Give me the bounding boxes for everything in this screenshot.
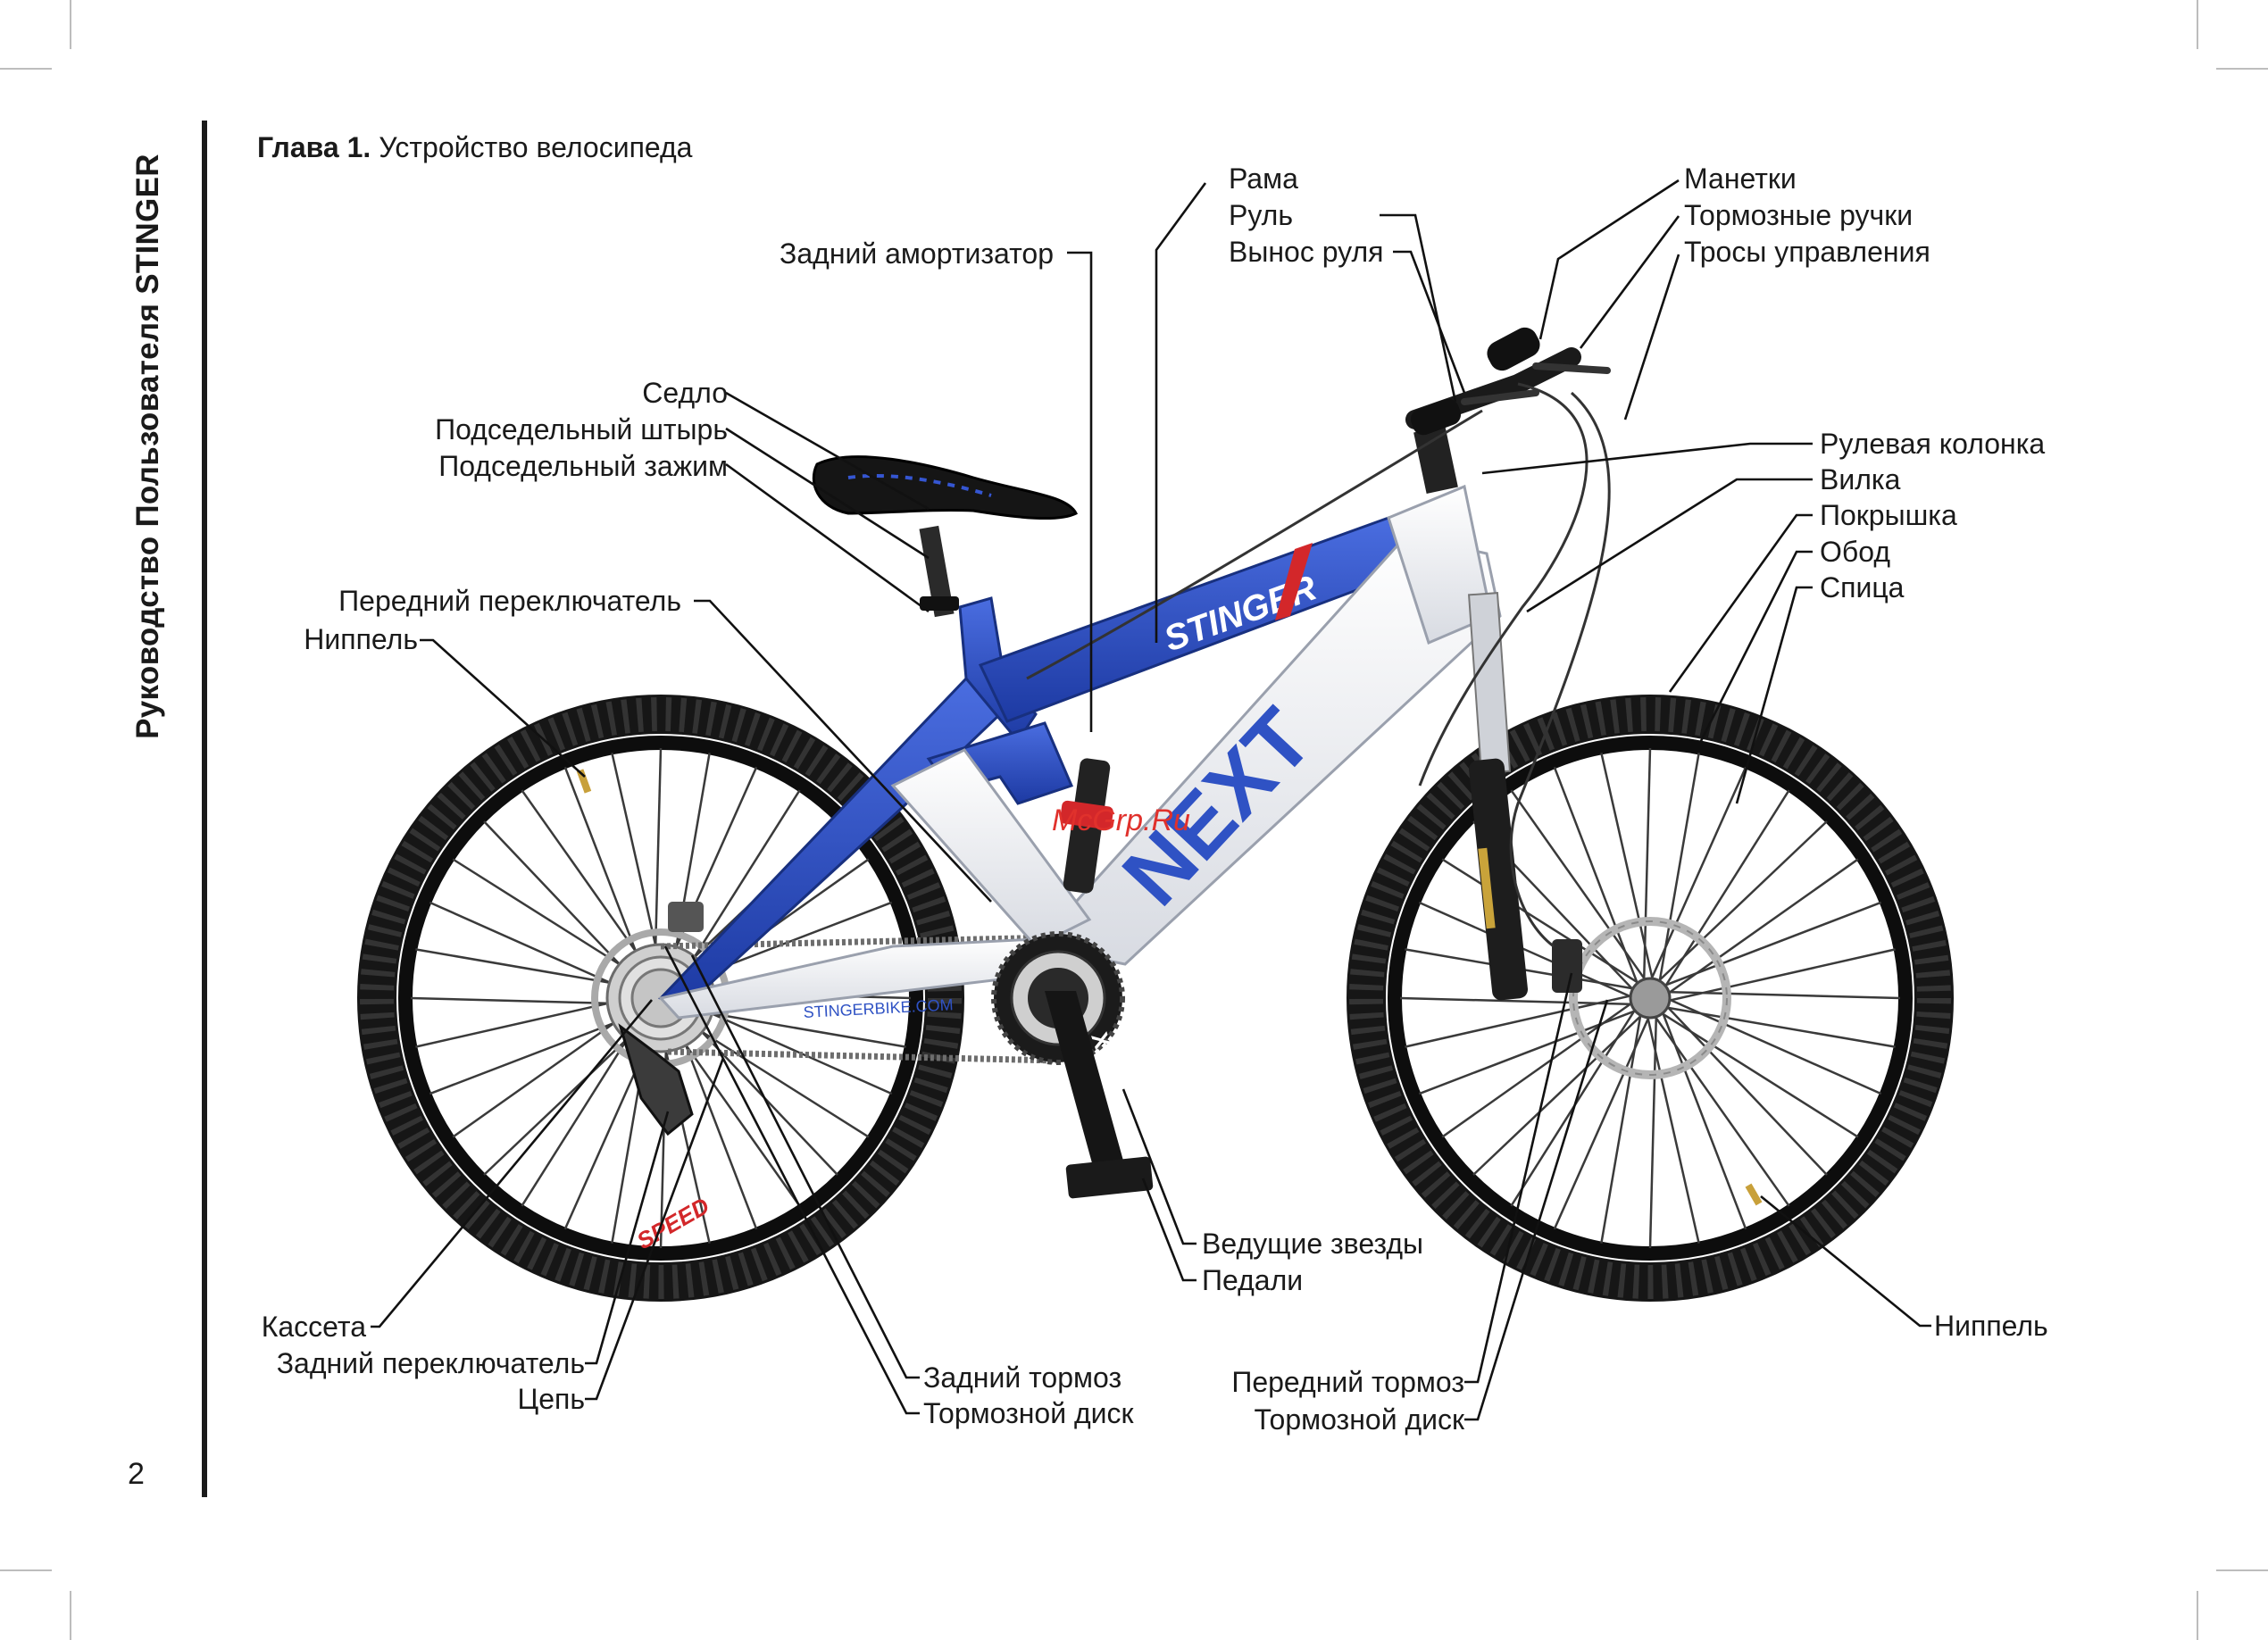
crank-arm — [1045, 991, 1123, 1170]
crop-mark — [0, 68, 52, 70]
leader-lines — [371, 179, 1931, 1421]
label-fork: Вилка — [1820, 463, 1901, 495]
crop-mark — [2216, 68, 2268, 70]
label-handlebar: Руль — [1229, 199, 1293, 231]
rear-rim — [398, 736, 923, 1261]
label-cassette: Кассета — [261, 1311, 366, 1343]
seatpost-tube — [919, 525, 955, 618]
spoke — [660, 766, 758, 981]
spoke — [671, 1011, 758, 1230]
label-front-brake: Передний тормоз — [1231, 1366, 1464, 1398]
front-spokes — [1399, 747, 1901, 1249]
spoke — [429, 1009, 648, 1095]
spoke — [1656, 820, 1828, 983]
crankset: XCR — [991, 931, 1154, 1199]
saddle-shape — [812, 455, 1079, 520]
spoke — [1553, 766, 1639, 986]
chapter-title: Устройство велосипеда — [379, 131, 693, 163]
watermark: McGrp.Ru — [1052, 803, 1190, 837]
front-rim — [1388, 736, 1913, 1261]
label-shifters: Манетки — [1684, 162, 1797, 195]
label-spoke: Спица — [1820, 571, 1905, 604]
swing-arm — [890, 748, 1092, 948]
rear-valve — [576, 769, 592, 794]
label-frame: Рама — [1229, 162, 1298, 195]
crop-mark — [0, 1569, 52, 1571]
page-number: 2 — [128, 1457, 145, 1491]
chain — [660, 934, 1059, 1064]
front-valve — [1745, 1183, 1763, 1206]
label-tire: Покрышка — [1820, 499, 1957, 531]
spoke — [1399, 996, 1634, 1006]
spoke — [676, 1004, 838, 1176]
label-rim: Обод — [1820, 536, 1890, 568]
frame-red-stripe — [1275, 543, 1313, 620]
brake-lever — [1532, 362, 1611, 374]
label-rear-derailleur: Задний переключатель — [276, 1347, 585, 1379]
spoke — [563, 766, 650, 986]
label-stem: Вынос руля — [1229, 236, 1384, 268]
front-hub — [1629, 977, 1672, 1020]
grip-right — [1487, 327, 1540, 371]
label-rear-disc: Тормозной диск — [923, 1397, 1134, 1429]
spoke — [1642, 747, 1652, 982]
rear-caliper — [668, 902, 704, 932]
crop-mark — [2197, 1591, 2198, 1640]
chapter-number: Глава 1. — [257, 131, 371, 163]
spoke — [429, 901, 644, 999]
label-brake-levers: Тормозные ручки — [1684, 199, 1914, 231]
spoke — [1418, 901, 1633, 999]
spoke — [1663, 901, 1882, 987]
label-seat-clamp: Подседельный зажим — [438, 450, 728, 482]
label-chainrings: Ведущие звезды — [1202, 1228, 1424, 1260]
rear-shock-unit — [1060, 758, 1113, 894]
spoke — [1472, 1013, 1644, 1176]
rear-tire-tread — [360, 697, 962, 1299]
spoke — [1667, 997, 1882, 1095]
rear-derailleur-body — [618, 1023, 694, 1136]
label-control-cables: Тросы управления — [1684, 236, 1930, 268]
front-tire-tread — [1349, 697, 1951, 1299]
cable-brake — [1509, 391, 1611, 948]
spoke — [659, 1014, 669, 1249]
crop-mark — [2197, 0, 2198, 49]
seat-clamp-ring — [920, 596, 959, 611]
stem-body — [1413, 426, 1458, 494]
spoke — [1553, 1015, 1651, 1230]
label-valve-front: Ниппель — [1934, 1310, 2048, 1342]
spoke — [1649, 766, 1747, 981]
label-seatpost: Подседельный штырь — [435, 413, 728, 445]
spoke — [1665, 1004, 1828, 1176]
brake-lever-left — [1461, 389, 1539, 405]
cable-front — [1418, 382, 1588, 787]
label-headset: Рулевая колонка — [1820, 428, 2046, 460]
label-chain: Цепь — [517, 1383, 585, 1415]
grip-left — [1410, 398, 1462, 436]
pedal — [1065, 1156, 1154, 1199]
cockpit — [1026, 327, 1611, 948]
spoke — [483, 820, 646, 992]
margin-rule — [202, 121, 207, 1497]
label-valve-rear: Ниппель — [304, 623, 418, 655]
label-front-derailleur: Передний переключатель — [338, 585, 681, 617]
front-wheel — [1347, 695, 1954, 1302]
spoke — [1667, 948, 1896, 1003]
front-caliper — [1552, 939, 1582, 993]
label-rear-shock: Задний амортизатор — [780, 237, 1054, 270]
crop-mark — [70, 1591, 71, 1640]
spoke — [1648, 1014, 1658, 1249]
spoke — [410, 996, 645, 1006]
cable-rear — [1026, 409, 1483, 680]
label-rear-brake: Задний тормоз — [923, 1361, 1122, 1394]
label-pedals: Педали — [1202, 1264, 1304, 1296]
crop-mark — [70, 0, 71, 49]
label-saddle: Седло — [642, 377, 728, 409]
spoke — [1661, 1011, 1747, 1230]
spoke — [653, 747, 663, 982]
crop-mark — [2216, 1569, 2268, 1571]
rear-spokes — [410, 747, 912, 1249]
chapter-heading: Глава 1. Устройство велосипеда — [257, 131, 692, 164]
label-front-disc: Тормозной диск — [1254, 1403, 1464, 1436]
